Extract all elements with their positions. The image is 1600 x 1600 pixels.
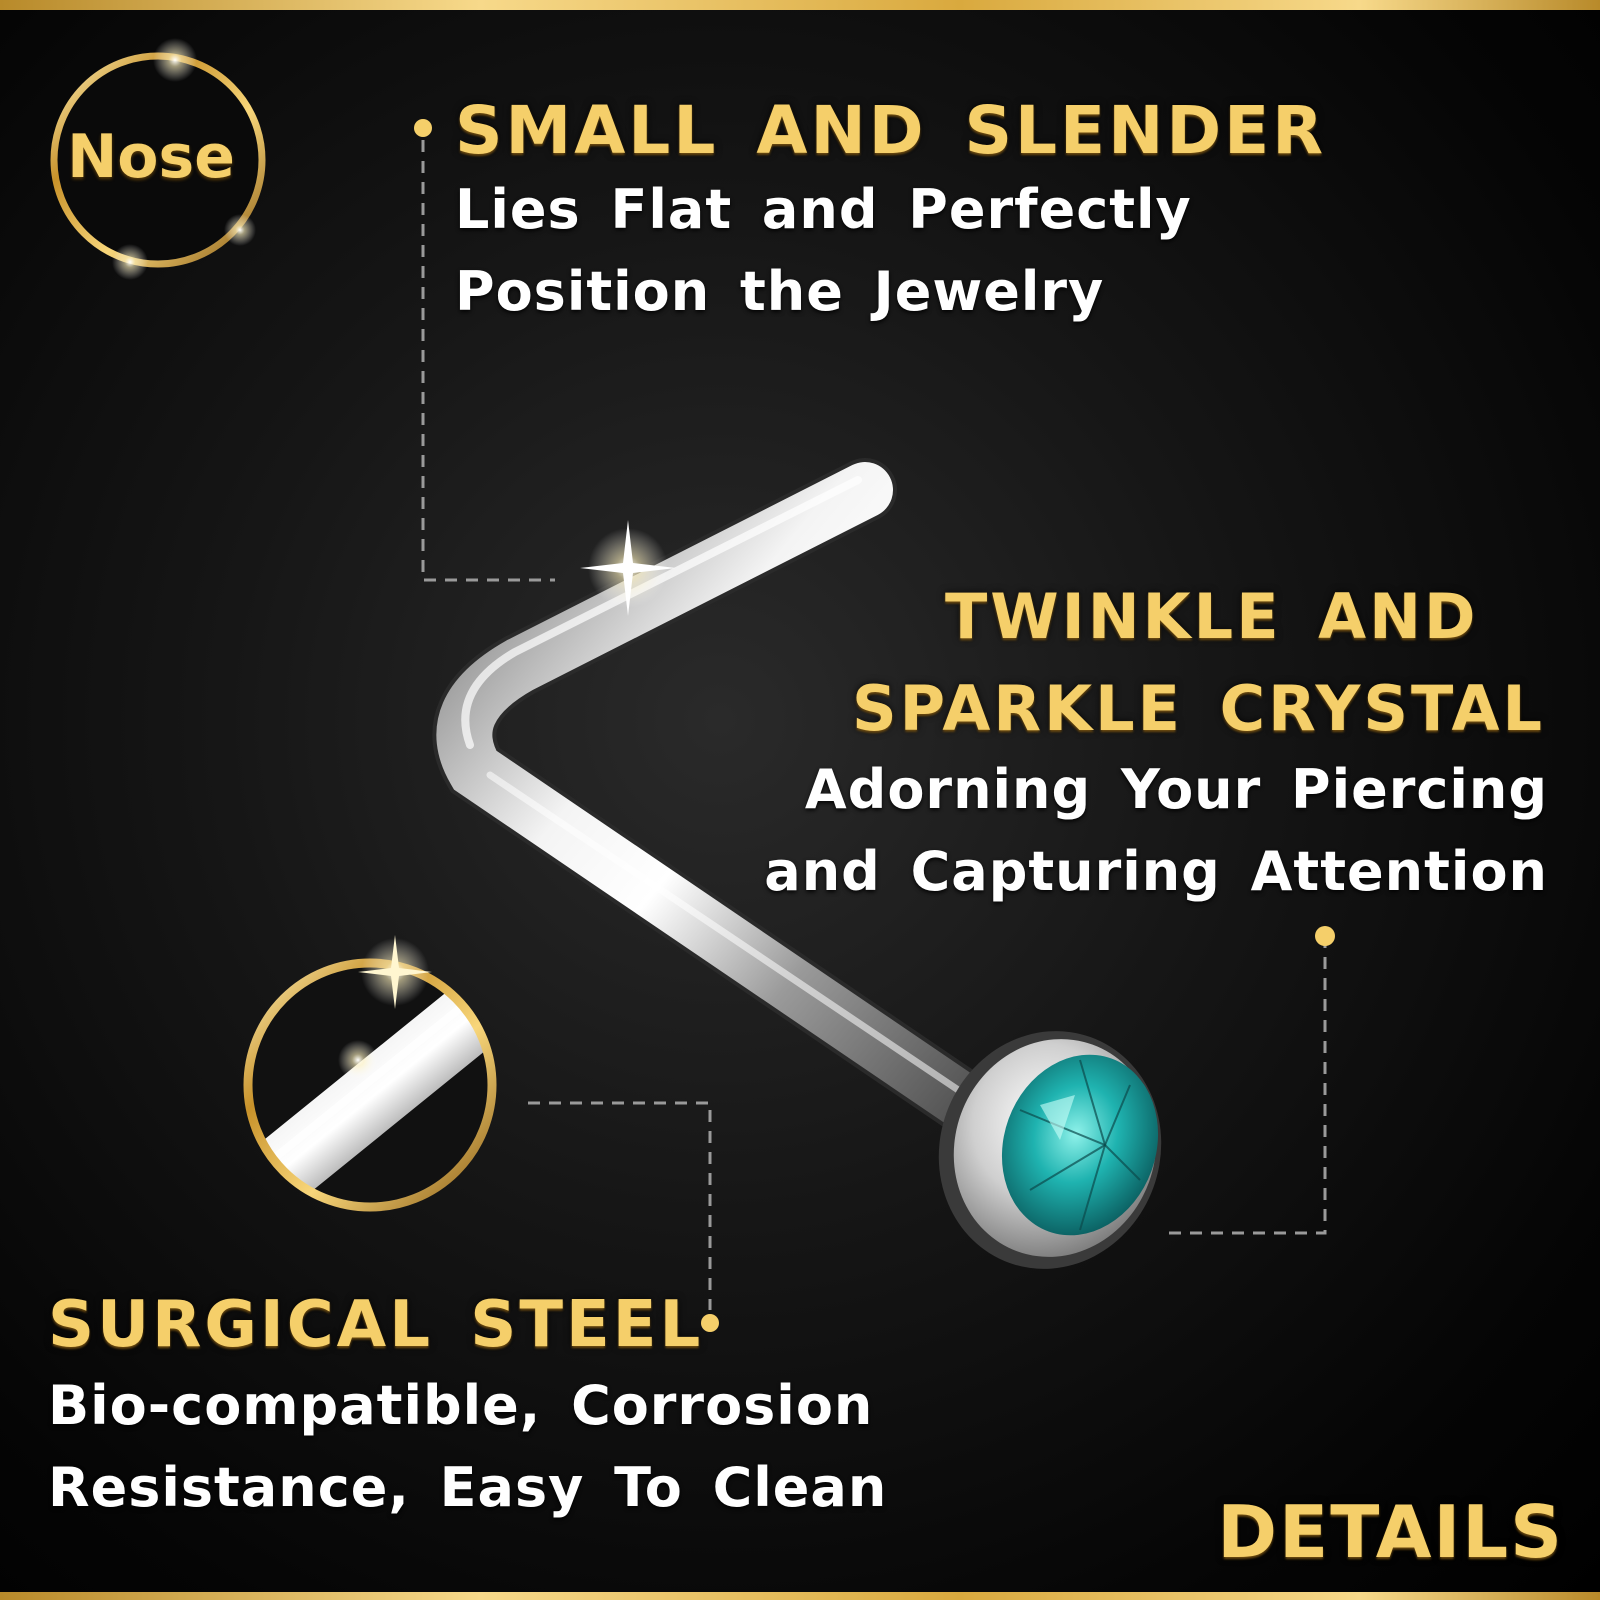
nose-badge: Nose [46, 52, 256, 262]
twinkle-line1: Adorning Your Piercing [804, 758, 1548, 821]
connector-lines [421, 140, 1327, 1310]
badge-label: Nose [67, 122, 235, 192]
small-slender-title: SMALL AND SLENDER [455, 92, 1327, 169]
crystal-head [938, 1031, 1162, 1269]
sparkle-flares [112, 38, 676, 1080]
nose-stud-post [432, 458, 1022, 1152]
twinkle-line2: and Capturing Attention [764, 840, 1548, 903]
connector-dots [414, 119, 1335, 1332]
small-slender-line2: Position the Jewelry [455, 260, 1105, 323]
surgical-steel-line1: Bio-compatible, Corrosion [48, 1374, 874, 1437]
zoom-detail-circle [243, 958, 497, 1212]
gold-frame-bottom [0, 1592, 1600, 1600]
twinkle-title-line2: SPARKLE CRYSTAL [852, 672, 1545, 745]
small-slender-line1: Lies Flat and Perfectly [455, 178, 1192, 241]
gold-frame-top [0, 0, 1600, 10]
surgical-steel-line2: Resistance, Easy To Clean [48, 1456, 888, 1519]
details-label: DETAILS [1217, 1490, 1564, 1574]
twinkle-title-line1: TWINKLE AND [945, 580, 1479, 653]
surgical-steel-title: SURGICAL STEEL [48, 1288, 704, 1362]
